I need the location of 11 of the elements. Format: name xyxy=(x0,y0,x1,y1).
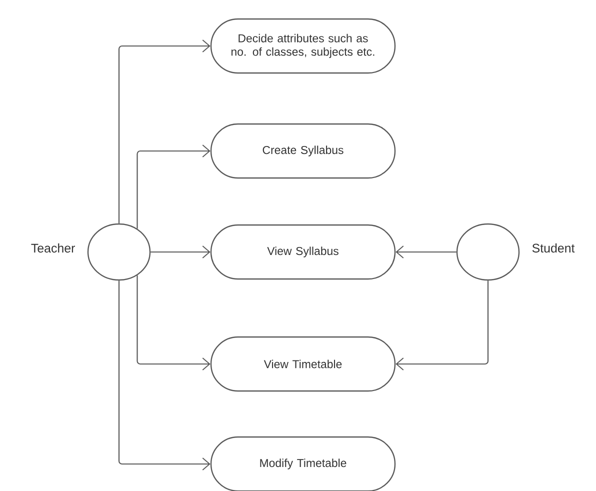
arrow xyxy=(136,144,210,229)
arrow xyxy=(396,246,456,258)
arrow xyxy=(118,40,210,224)
actor-name: Teacher xyxy=(31,243,75,253)
actor-circle xyxy=(456,223,520,281)
arrow xyxy=(136,275,210,370)
arrow xyxy=(396,280,489,370)
actor-circle xyxy=(87,223,151,281)
actor-name: Student xyxy=(532,243,575,253)
arrow xyxy=(150,246,210,258)
arrow xyxy=(118,280,210,470)
